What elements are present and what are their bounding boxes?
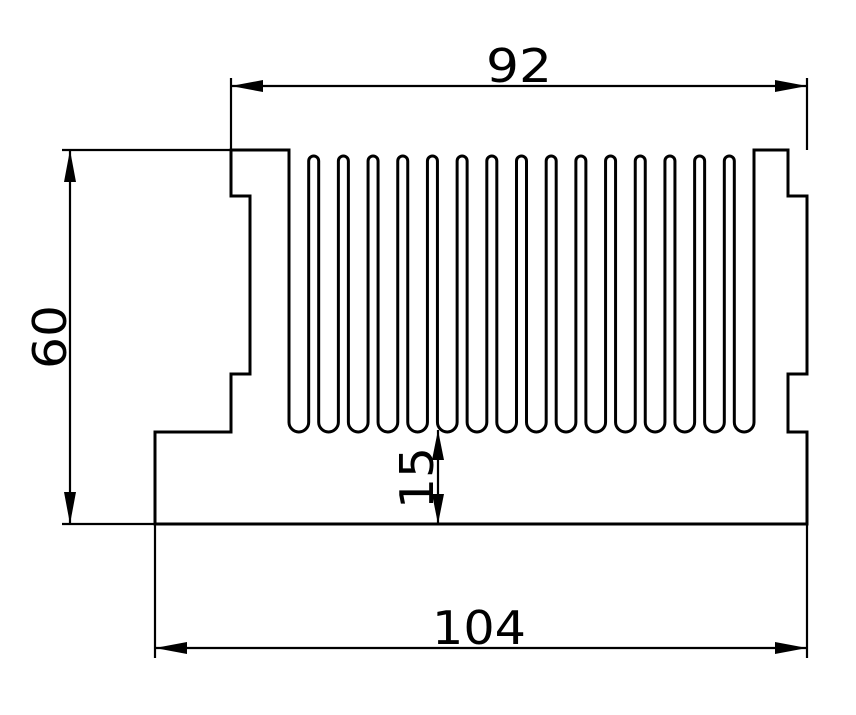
dimension-label-15: 15	[390, 447, 444, 509]
arrow-left-icon	[231, 80, 263, 92]
arrow-base-up-icon	[432, 430, 444, 460]
dimension-label-60: 60	[23, 305, 77, 369]
dimension-label-92: 92	[486, 39, 552, 93]
dimension-top-width: 92	[229, 39, 809, 150]
arrow-right-icon	[775, 80, 807, 92]
arrow-up-icon	[64, 150, 76, 182]
heatsink-outline	[153, 148, 809, 526]
dimension-height: 60	[23, 148, 231, 526]
dimension-overall-width: 104	[153, 524, 809, 658]
arrow-bottom-right-icon	[775, 642, 807, 654]
arrow-base-down-icon	[432, 494, 444, 524]
arrow-down-icon	[64, 492, 76, 524]
arrow-bottom-left-icon	[155, 642, 187, 654]
dimension-label-104: 104	[432, 601, 526, 655]
dimension-base-thickness: 15	[390, 430, 444, 524]
